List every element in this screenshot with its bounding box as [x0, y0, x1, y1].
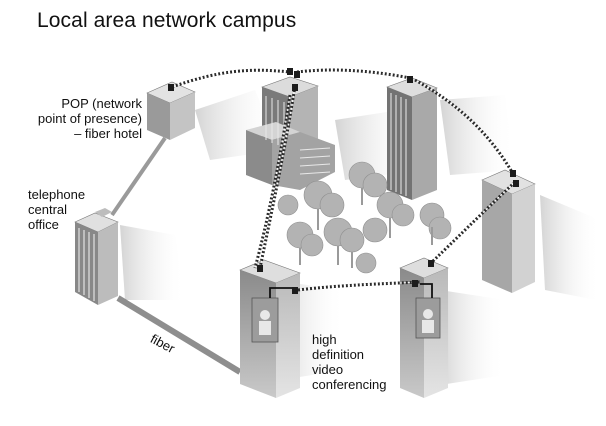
- striped-tower: [386, 77, 438, 200]
- network-links-highlight: [171, 69, 516, 291]
- telephone-label-line: office: [28, 217, 59, 232]
- page-title: Local area network campus: [37, 9, 297, 32]
- node-pop: [168, 84, 174, 91]
- front-right-building: [399, 257, 449, 398]
- pop-label-line: POP (network: [61, 96, 142, 111]
- node-tower-top-c: [292, 84, 298, 91]
- video-label-line: video: [312, 362, 344, 377]
- node-tower-top-b: [294, 71, 300, 78]
- network-links: [171, 68, 517, 292]
- link-pop-tower: [171, 68, 291, 89]
- node-right-b: [513, 180, 519, 187]
- link-frontleft-frontright: [297, 280, 421, 292]
- pop-building: [146, 81, 196, 140]
- video-conferencing-label: high definition video conferencing: [312, 332, 386, 392]
- video-label-line: conferencing: [312, 377, 387, 392]
- pop-label: POP (network point of presence) – fiber …: [22, 96, 142, 141]
- stepped-tower: [246, 76, 335, 190]
- telephone-label-line: central: [28, 202, 68, 217]
- telephone-office-building: [74, 208, 119, 305]
- video-label-line: definition: [312, 347, 365, 362]
- tree-trunks: [299, 188, 433, 268]
- ground-shadows: [120, 90, 600, 385]
- node-tower-top-a: [287, 68, 293, 75]
- node-striped: [407, 76, 413, 83]
- node-frontleft: [257, 265, 263, 272]
- trees: [277, 161, 452, 274]
- front-left-building: [239, 259, 301, 398]
- link-striped-right: [414, 78, 514, 173]
- telephone-label: telephone central office: [28, 187, 85, 232]
- node-frontright: [428, 260, 434, 267]
- pop-label-line: point of presence): [37, 111, 142, 126]
- link-right-frontright: [430, 180, 517, 264]
- right-building: [481, 169, 536, 293]
- node-right-a: [510, 170, 516, 177]
- link-tower-striped: [296, 68, 411, 80]
- fiber-lines: [110, 136, 242, 375]
- video-label-line: high: [312, 332, 337, 347]
- node-frontleft-b: [292, 287, 298, 294]
- telephone-label-line: telephone: [28, 187, 86, 202]
- network-nodes: [168, 68, 519, 294]
- pop-label-line: – fiber hotel: [74, 126, 142, 141]
- node-frontright-b: [412, 280, 418, 287]
